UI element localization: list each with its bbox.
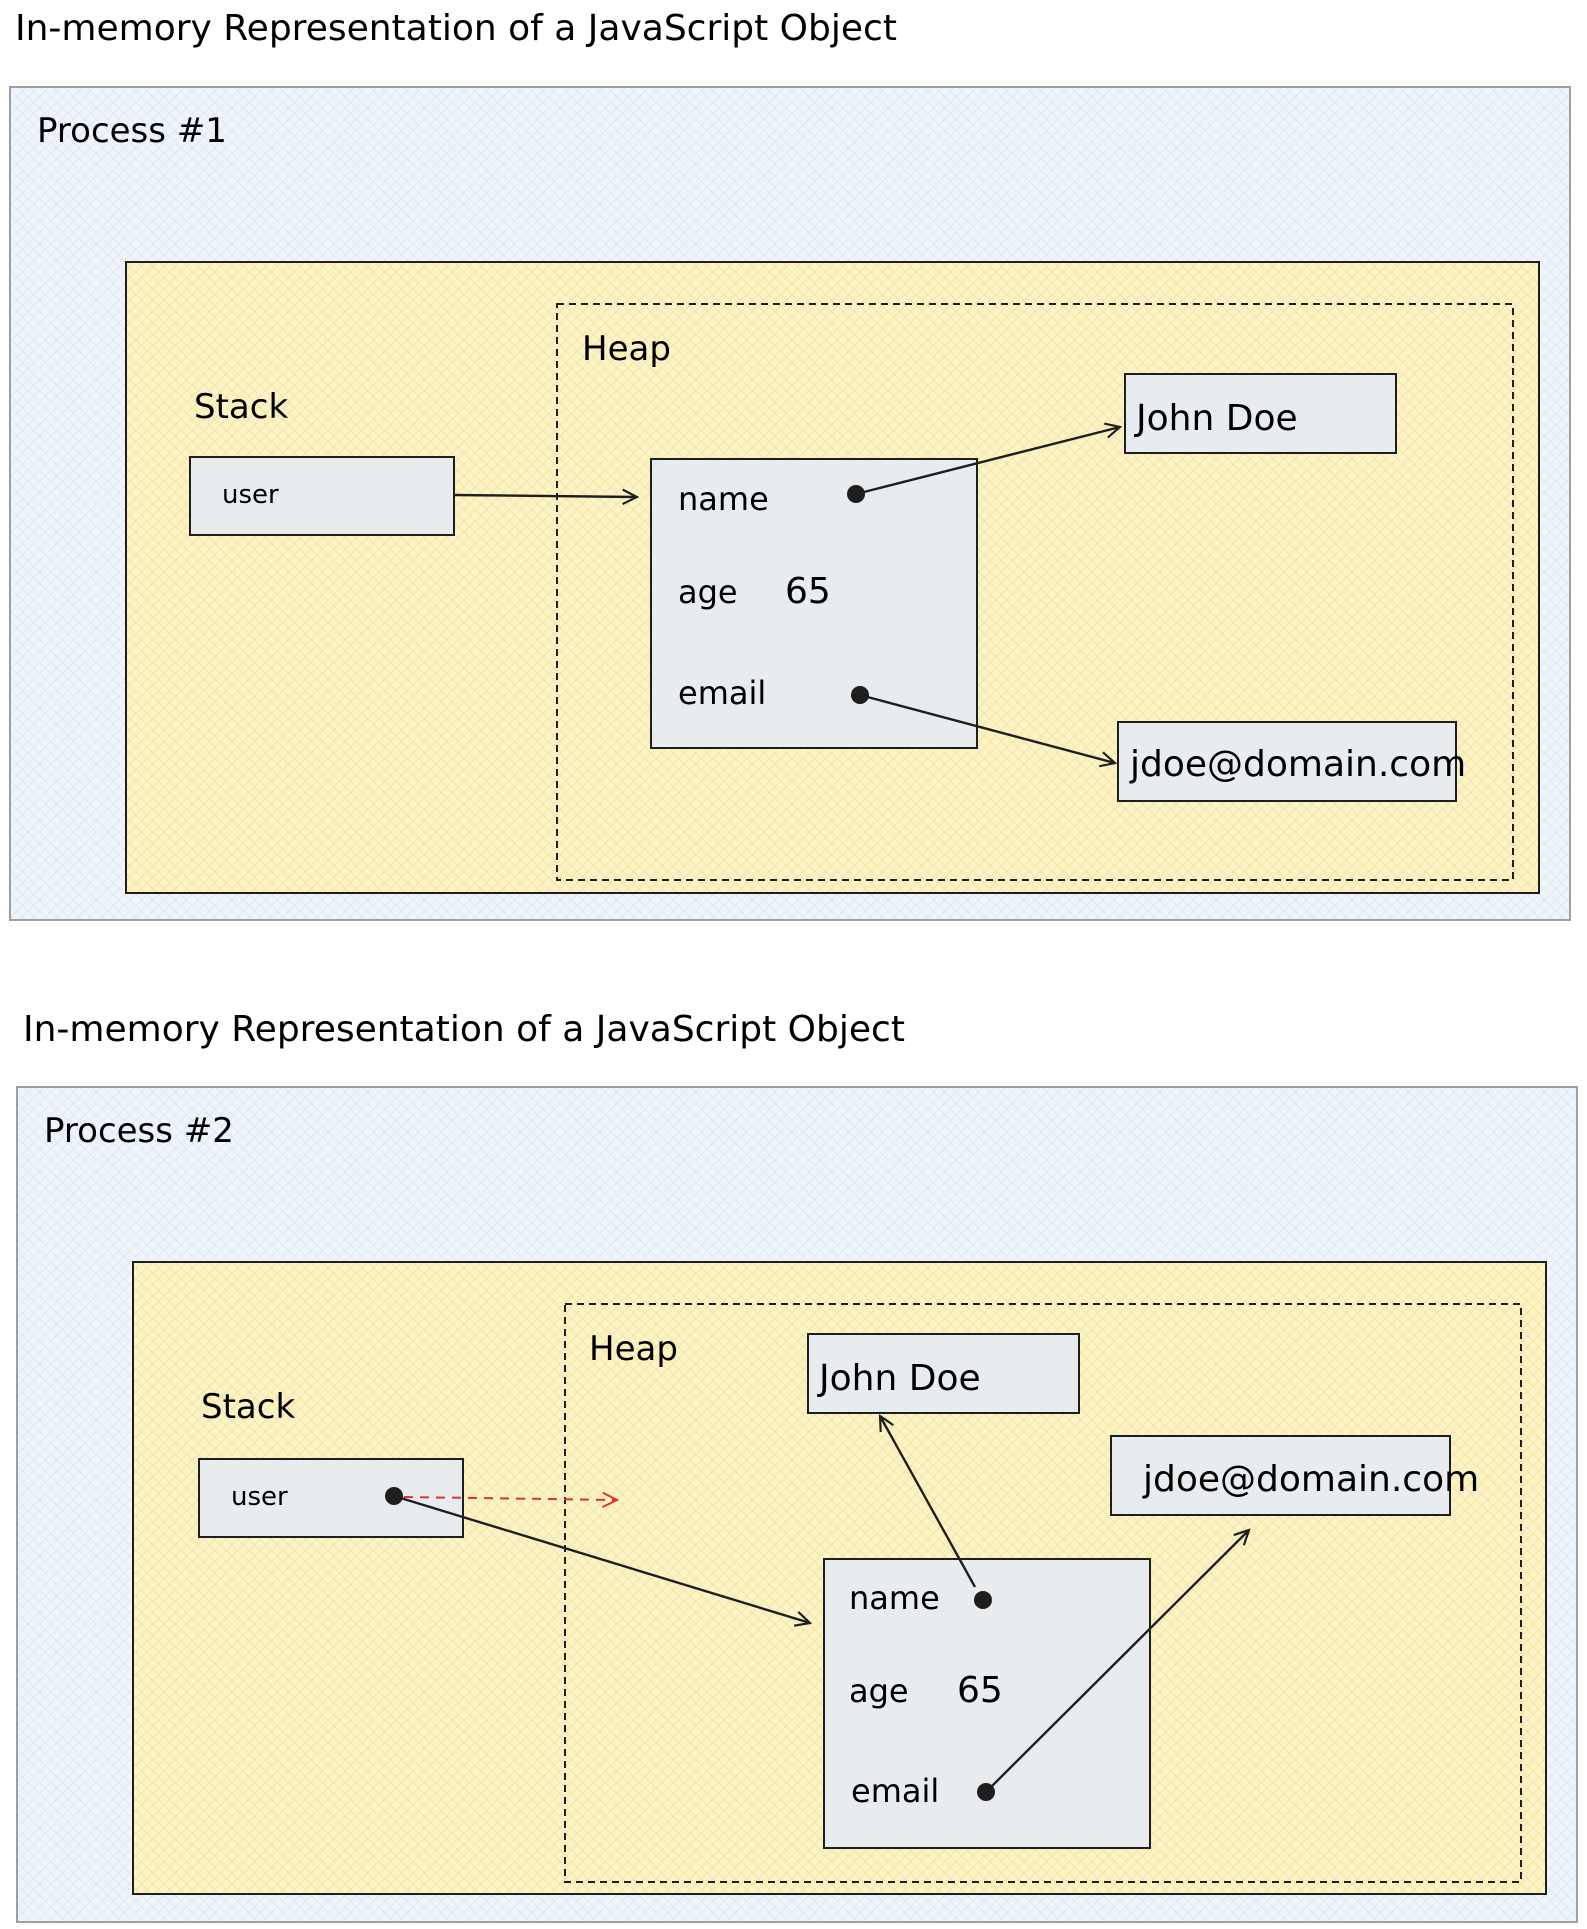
arrow-name-to-string bbox=[855, 427, 1120, 496]
arrow-email-to-string bbox=[859, 693, 1115, 763]
stack-variable-box bbox=[198, 1458, 464, 1538]
stack-variable-name: user bbox=[231, 1482, 288, 1512]
string-box-email bbox=[1110, 1435, 1451, 1516]
diagram-1: In-memory Representation of a JavaScript… bbox=[9, 8, 1571, 921]
stack-label: Stack bbox=[194, 387, 288, 427]
process-label: Process #2 bbox=[44, 1111, 234, 1151]
object-value-age: 65 bbox=[785, 571, 831, 612]
process-label: Process #1 bbox=[37, 111, 227, 151]
heap-label: Heap bbox=[582, 329, 671, 369]
object-key-name: name bbox=[678, 480, 769, 518]
diagram-title: In-memory Representation of a JavaScript… bbox=[15, 8, 897, 49]
arrow-user-to-object bbox=[453, 495, 637, 497]
heap-region bbox=[556, 303, 1514, 881]
object-key-age: age bbox=[678, 573, 738, 611]
diagram-title: In-memory Representation of a JavaScript… bbox=[23, 1009, 905, 1050]
heap-label: Heap bbox=[589, 1329, 678, 1369]
stack-variable-box bbox=[189, 456, 455, 536]
arrow-user-to-object bbox=[393, 1494, 810, 1623]
string-value-email: jdoe@domain.com bbox=[1129, 744, 1466, 785]
object-key-email: email bbox=[678, 674, 766, 712]
name-pointer-dot bbox=[974, 1591, 992, 1609]
string-box-name bbox=[1124, 373, 1397, 454]
object-key-email: email bbox=[851, 1772, 939, 1810]
object-key-name: name bbox=[849, 1579, 940, 1617]
diagram-2: In-memory Representation of a JavaScript… bbox=[16, 1009, 1578, 1923]
string-value-email: jdoe@domain.com bbox=[1142, 1459, 1479, 1500]
string-box-name bbox=[807, 1333, 1080, 1414]
arrow-name-to-string bbox=[880, 1416, 977, 1588]
object-key-age: age bbox=[849, 1672, 909, 1710]
stack-variable-name: user bbox=[222, 480, 279, 510]
string-value-name: John Doe bbox=[1134, 398, 1298, 439]
string-value-name: John Doe bbox=[817, 1358, 981, 1399]
heap-region bbox=[564, 1303, 1522, 1883]
object-value-age: 65 bbox=[957, 1670, 1003, 1711]
stack-label: Stack bbox=[201, 1387, 295, 1427]
arrow-dashed-reference bbox=[403, 1497, 617, 1500]
string-box-email bbox=[1117, 721, 1457, 802]
object-box bbox=[650, 458, 978, 749]
arrow-email-to-string bbox=[985, 1530, 1249, 1793]
